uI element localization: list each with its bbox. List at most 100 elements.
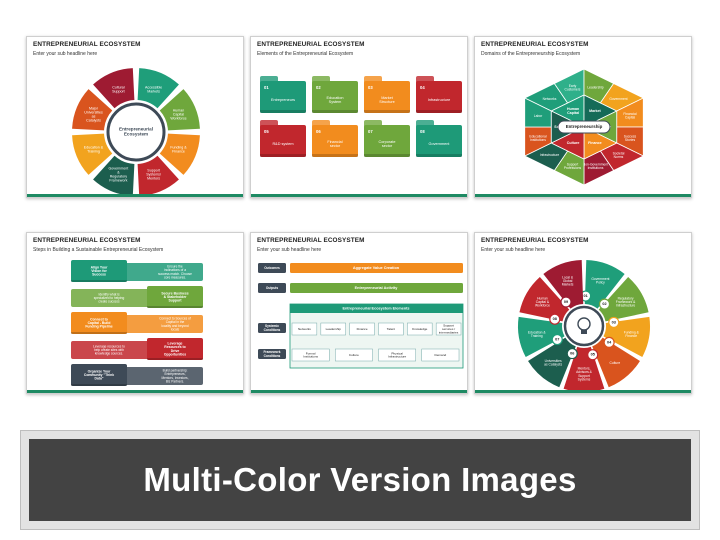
number-badge-text: 05 bbox=[591, 353, 595, 357]
center-circle bbox=[563, 305, 605, 347]
label-line: Capital & bbox=[536, 300, 550, 304]
label-line: Entrepreneurs, bbox=[164, 372, 185, 376]
thumbnail-slide-1[interactable]: ENTREPRENEURIAL ECOSYSTEM Enter your sub… bbox=[26, 36, 244, 198]
element-card bbox=[416, 81, 462, 113]
label-line: Align Your bbox=[91, 265, 109, 269]
segment-label: Culture bbox=[610, 361, 621, 365]
label-line: Financial bbox=[327, 140, 342, 144]
wheel-segment bbox=[159, 89, 200, 131]
systemic-item-label: Talent bbox=[387, 327, 395, 331]
label-line: Conditions bbox=[264, 328, 281, 332]
card-number: 05 bbox=[264, 129, 269, 134]
label-line: Human bbox=[173, 108, 185, 112]
element-card bbox=[364, 125, 410, 157]
label-line: Entrepreneurs bbox=[271, 98, 295, 102]
framework-item bbox=[291, 348, 330, 362]
inner-domain-label: Culture bbox=[567, 141, 580, 145]
label-line: Markets bbox=[147, 89, 160, 93]
label-line: & bbox=[117, 170, 120, 174]
systemic-item bbox=[435, 322, 462, 336]
framework-item bbox=[335, 348, 373, 362]
label-line: locals bbox=[171, 327, 180, 331]
label-line: Education bbox=[327, 96, 344, 100]
slide-title: ENTREPRENEURIAL ECOSYSTEM bbox=[257, 237, 365, 244]
slide-subtitle: Enter your sub headline here bbox=[481, 247, 546, 253]
wheel-segment bbox=[159, 133, 200, 175]
wheel-segment bbox=[72, 89, 113, 131]
label-line: Government bbox=[429, 142, 451, 146]
row-label-box bbox=[258, 323, 286, 333]
number-badge-text: 09 bbox=[564, 300, 568, 304]
card-number: 08 bbox=[420, 129, 425, 134]
number-badge bbox=[587, 349, 599, 361]
label-line: Capital in the bbox=[166, 320, 185, 324]
label-line: Drive bbox=[171, 349, 180, 353]
label-line: Connect to bbox=[90, 317, 108, 321]
number-badge bbox=[598, 298, 611, 310]
label-line: Leverage bbox=[168, 341, 183, 345]
label-line: Human bbox=[567, 107, 579, 111]
label-line: services / bbox=[442, 327, 455, 331]
slide-footer-bar bbox=[27, 390, 243, 393]
number-badge bbox=[551, 333, 563, 346]
thumbnail-slide-6[interactable]: ENTREPRENEURIAL ECOSYSTEM Enter your sub… bbox=[474, 232, 692, 394]
elements-title: Entrepreneurial Ecosystem Elements bbox=[342, 307, 409, 311]
framework-item-label: Demand bbox=[435, 353, 447, 357]
slide-footer-bar bbox=[251, 194, 467, 197]
label-line: Mentors, Investors, bbox=[161, 376, 188, 380]
slide-footer-bar bbox=[27, 194, 243, 197]
systemic-item-label: Knowledge bbox=[412, 327, 428, 331]
card-number: 04 bbox=[420, 85, 425, 90]
lightbulb-icon-base bbox=[581, 330, 587, 334]
element-card bbox=[312, 81, 358, 113]
core-label: Entrepreneurship bbox=[566, 124, 603, 129]
label-line: Networks bbox=[543, 97, 557, 101]
banner-panel: Multi-Color Version Images bbox=[29, 439, 691, 521]
wheel-segment bbox=[584, 260, 625, 309]
card-shadow bbox=[416, 154, 462, 157]
label-line: Education & bbox=[528, 330, 547, 334]
label-line: Culture bbox=[349, 353, 359, 357]
label-line: Demand bbox=[435, 353, 447, 357]
label-line: Systems bbox=[578, 377, 591, 381]
label-line: Aggregate Value Creation bbox=[353, 266, 400, 270]
number-badge bbox=[608, 316, 620, 329]
inner-domain-label: Market bbox=[589, 109, 601, 113]
number-badge-text: 06 bbox=[570, 352, 574, 356]
label-line: sector bbox=[330, 144, 341, 148]
label-line: & Stakeholder bbox=[164, 295, 187, 299]
label-line: core measures. bbox=[164, 275, 186, 279]
framework-item bbox=[421, 348, 460, 362]
segment-label: Funding &Finance bbox=[170, 146, 187, 154]
thumbnail-slide-2[interactable]: ENTREPRENEURIAL ECOSYSTEM Elements of th… bbox=[250, 36, 468, 198]
wheel-segment bbox=[598, 276, 649, 322]
thumbnail-slide-4[interactable]: ENTREPRENEURIAL ECOSYSTEM Steps in Build… bbox=[26, 232, 244, 394]
banner-title: Multi-Color Version Images bbox=[143, 461, 577, 498]
label-line: intermediaries bbox=[439, 330, 459, 334]
label-line: Educational bbox=[529, 134, 546, 138]
step-tag bbox=[71, 364, 127, 386]
number-badge-text: 08 bbox=[553, 317, 557, 321]
label-line: Corporate bbox=[379, 140, 396, 144]
thumbnail-slide-3[interactable]: ENTREPRENEURIAL ECOSYSTEM Domains of the… bbox=[474, 36, 692, 198]
thumbnail-slide-5[interactable]: ENTREPRENEURIAL ECOSYSTEM Enter your sub… bbox=[250, 232, 468, 394]
step-tag bbox=[71, 260, 127, 282]
card-shadow bbox=[260, 110, 306, 113]
wheel-segment bbox=[519, 276, 570, 322]
row-label: Outcomes bbox=[264, 266, 280, 270]
label-line: Workforce bbox=[535, 304, 550, 308]
label-line: Funding Pipeline bbox=[85, 325, 112, 329]
